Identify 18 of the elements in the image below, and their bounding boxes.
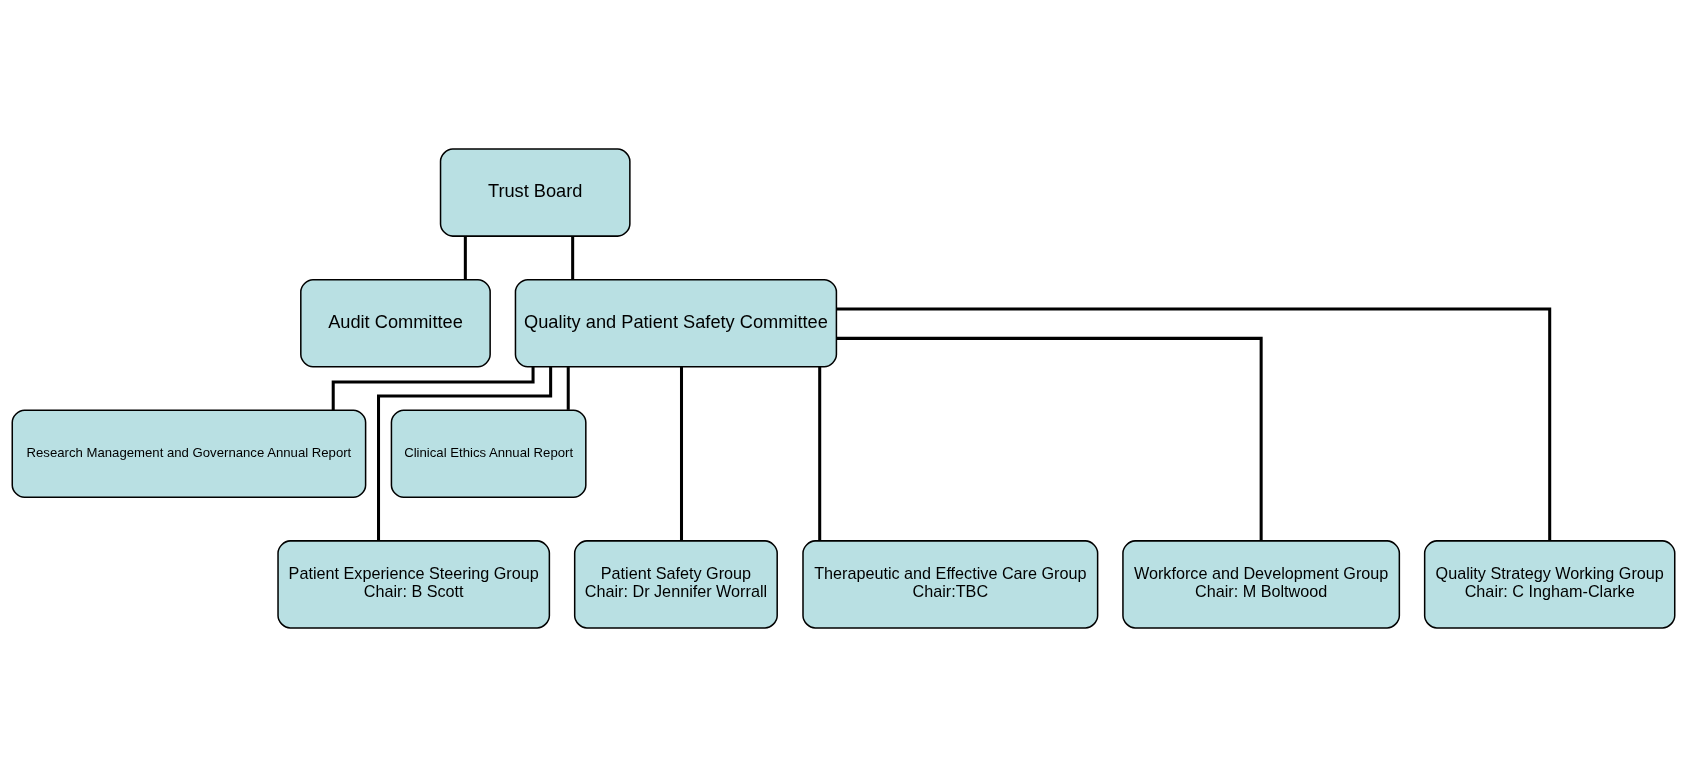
node-box: Therapeutic and Effective Care Group Chair:TBC <box>802 539 1099 629</box>
connector <box>680 366 683 541</box>
connector <box>571 235 575 279</box>
connector <box>463 235 467 279</box>
node-box: Quality and Patient Safety Committee <box>514 278 838 367</box>
connector <box>377 366 553 541</box>
node-box: Patient Experience Steering Group Chair: B Scott <box>277 539 551 629</box>
node-box: Audit Committee <box>300 278 491 367</box>
connector <box>566 366 570 410</box>
node-box: Patient Safety Group Chair: Dr Jennifer Worrall <box>573 539 778 629</box>
node-box: Clinical Ethics Annual Report <box>390 409 587 498</box>
connector <box>818 366 822 541</box>
connector <box>836 336 1263 541</box>
node-box: Workforce and Development Group Chair: M Boltwood <box>1122 539 1401 629</box>
node-box: Research Management and Governance Annual Report <box>11 409 367 498</box>
node-box: Quality Strategy Working Group Chair: C Ingham-Clarke <box>1423 539 1676 629</box>
node-box: Trust Board <box>439 147 631 237</box>
connector <box>836 307 1552 541</box>
